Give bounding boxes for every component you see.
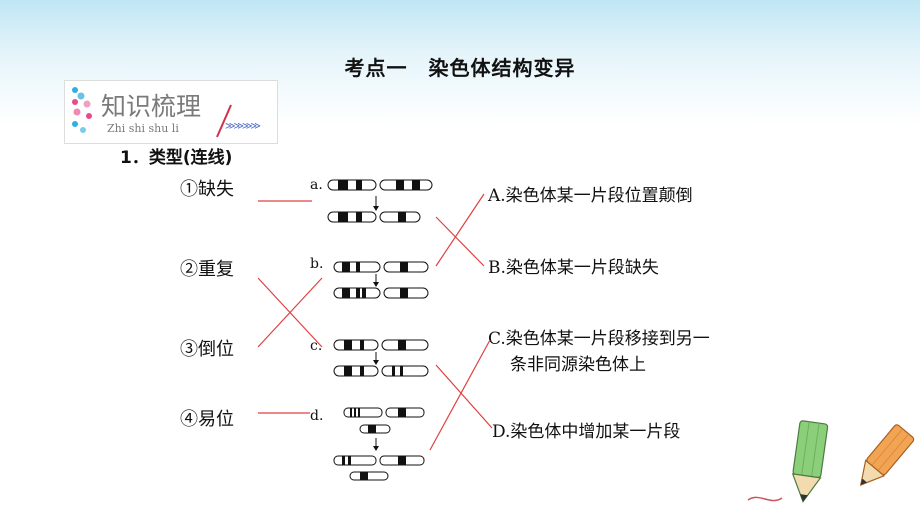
desc-b: B.染色体某一片段缺失: [488, 258, 659, 278]
knowledge-badge: 知识梳理 Zhi shi shu li ≫≫≫≫: [64, 80, 278, 144]
diagram-label-b: b.: [310, 256, 324, 272]
desc-a: A.染色体某一片段位置颠倒: [488, 186, 693, 206]
page-title: 考点一 染色体结构变异: [344, 56, 576, 80]
pencils-icon: [747, 420, 915, 503]
desc-d: D.染色体中增加某一片段: [492, 422, 681, 442]
chromosome-b-icon: [333, 261, 429, 299]
term-inversion: ③倒位: [180, 339, 234, 360]
connector-c-d: [435, 364, 493, 429]
badge-title: 知识梳理: [101, 92, 202, 121]
section-heading: 1．类型(连线): [120, 148, 233, 168]
chromosome-d-icon: [333, 407, 425, 481]
connector-a-b: [435, 216, 485, 267]
diagram-label-a: a.: [310, 177, 323, 193]
connector-inversion: [257, 277, 323, 348]
term-deletion: ①缺失: [180, 179, 234, 200]
connector-d-c: [429, 339, 491, 451]
arrows-icon: ≫≫≫≫: [225, 121, 261, 132]
dot-ornament-icon: [72, 87, 92, 133]
desc-c-line1: C.染色体某一片段移接到另一: [488, 329, 710, 349]
chromosome-a-icon: [327, 179, 433, 223]
slash-icon: [216, 104, 232, 138]
term-duplication: ②重复: [180, 259, 234, 280]
diagram-label-c: c.: [310, 338, 323, 354]
badge-pinyin: Zhi shi shu li: [107, 122, 179, 135]
connector-b-a: [435, 193, 485, 267]
term-translocation: ④易位: [180, 409, 234, 430]
diagram-label-d: d.: [310, 408, 324, 424]
desc-c-line2: 条非同源染色体上: [510, 355, 646, 375]
chromosome-c-icon: [333, 339, 429, 377]
